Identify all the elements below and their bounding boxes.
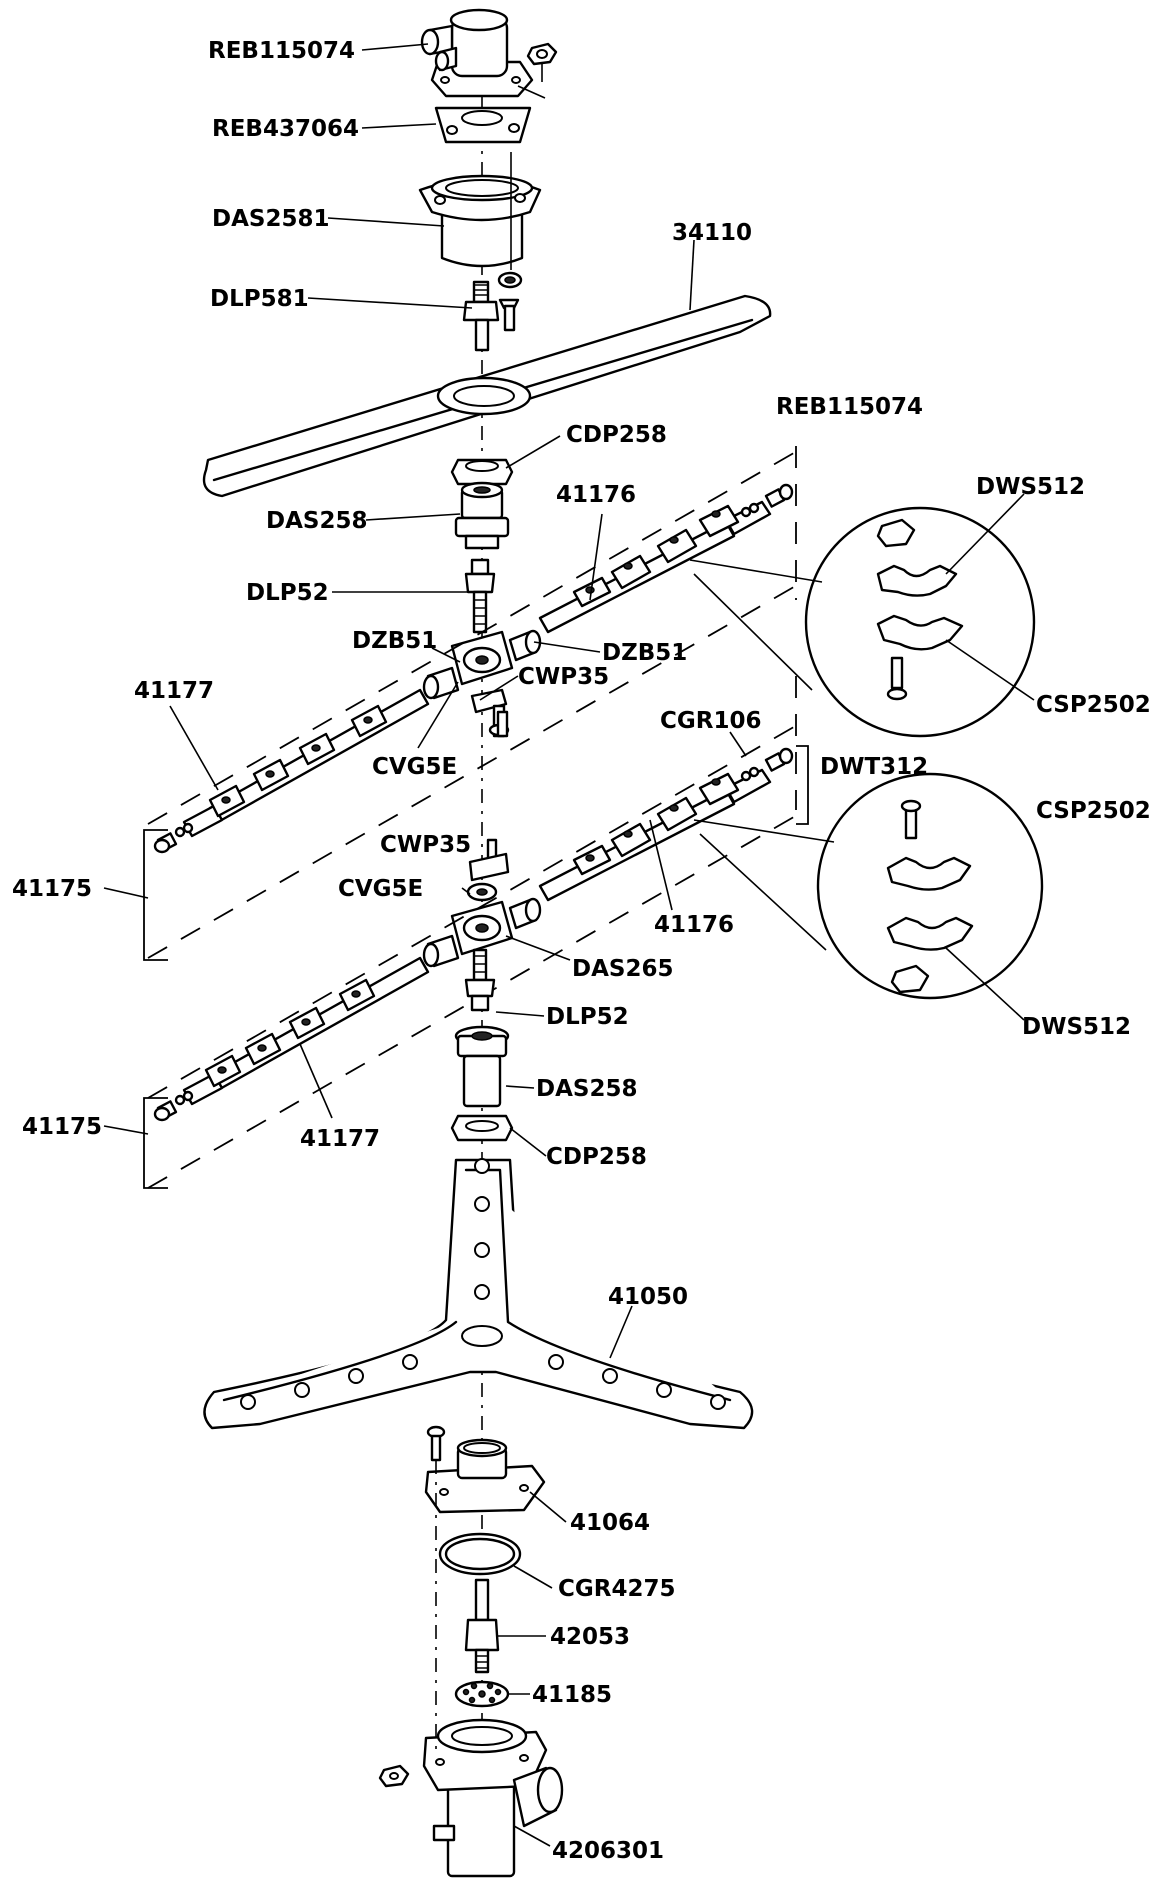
- bracket-41175-top: [143, 829, 168, 961]
- label-41175-bottom: 41175: [22, 1114, 102, 1140]
- label-41185: 41185: [532, 1682, 612, 1708]
- detail-circle-top: [689, 506, 1036, 738]
- base-housing: [422, 1718, 564, 1878]
- lower-hub: [422, 838, 542, 968]
- label-das258-bottom: DAS258: [536, 1076, 637, 1102]
- detail-circle-bottom: [693, 772, 1044, 1000]
- label-dzb51-right: DZB51: [602, 640, 687, 666]
- label-cwp35-bottom: CWP35: [380, 832, 471, 858]
- upper-dashed-lines: [147, 445, 807, 959]
- lower-left-arm: [153, 956, 430, 1122]
- upper-right-arm: [538, 483, 794, 634]
- label-41175-top: 41175: [12, 876, 92, 902]
- bearing-das258-bottom: [454, 1025, 510, 1108]
- shaft-42053: [464, 1578, 500, 1674]
- label-cgr106: CGR106: [660, 708, 761, 734]
- lower-right-arm: [538, 747, 794, 902]
- label-41176-bottom: 41176: [654, 912, 734, 938]
- label-dlp581: DLP581: [210, 286, 309, 312]
- o-ring-cgr4275: [438, 1532, 522, 1576]
- bracket-41175-bottom: [143, 1097, 168, 1189]
- top-housing: [420, 8, 534, 98]
- label-cdp258-top: CDP258: [566, 422, 667, 448]
- bracket-dwt312: [796, 745, 809, 825]
- label-das258-top: DAS258: [266, 508, 367, 534]
- base-nut: [378, 1764, 410, 1788]
- label-cgr4275: CGR4275: [558, 1576, 675, 1602]
- label-cwp35-top: CWP35: [518, 664, 609, 690]
- nut-cdp258-bottom: [450, 1114, 514, 1142]
- stud-dlp52-top: [464, 558, 496, 634]
- label-das2581: DAS2581: [212, 206, 329, 232]
- upper-spray-arm: [202, 294, 772, 498]
- label-dzb51-left: DZB51: [352, 628, 437, 654]
- label-41176-top: 41176: [556, 482, 636, 508]
- label-dlp52-bottom: DLP52: [546, 1004, 629, 1030]
- label-41177-top: 41177: [134, 678, 214, 704]
- label-csp2502-top: CSP2502: [1036, 692, 1151, 718]
- label-cvg5e-top: CVG5E: [372, 754, 457, 780]
- lower-spray-arm: [203, 1158, 754, 1430]
- label-das265: DAS265: [572, 956, 673, 982]
- label-41064: 41064: [570, 1510, 650, 1536]
- stud-dlp581: [462, 280, 500, 352]
- label-reb115074-top: REB115074: [208, 38, 355, 64]
- label-csp2502-bottom: CSP2502: [1036, 798, 1151, 824]
- flange-41064: [424, 1438, 546, 1514]
- washer-screw: [497, 271, 523, 332]
- top-nut: [526, 42, 558, 66]
- bearing-das258-top: [454, 481, 510, 550]
- label-dws512-bottom: DWS512: [1022, 1014, 1131, 1040]
- label-4206301: 4206301: [552, 1838, 664, 1864]
- lower-dashed-lines: [147, 676, 807, 1189]
- flange-screw: [426, 1425, 446, 1462]
- label-34110: 34110: [672, 220, 752, 246]
- label-reb115074-mid: REB115074: [776, 394, 923, 420]
- upper-left-arm: [153, 688, 430, 854]
- disc-41185: [454, 1680, 510, 1708]
- stud-dlp52-bottom: [464, 948, 496, 1012]
- nut-cdp258-top: [450, 458, 514, 486]
- leader-lines: [103, 43, 1035, 1847]
- label-cvg5e-bottom: CVG5E: [338, 876, 423, 902]
- gasket: [434, 106, 532, 144]
- label-reb437064: REB437064: [212, 116, 359, 142]
- label-41050: 41050: [608, 1284, 688, 1310]
- label-cdp258-bottom: CDP258: [546, 1144, 647, 1170]
- label-dlp52-top: DLP52: [246, 580, 329, 606]
- upper-hub: [422, 629, 542, 738]
- label-dwt312: DWT312: [820, 754, 928, 780]
- screw-upper: [496, 710, 509, 738]
- label-41177-bottom: 41177: [300, 1126, 380, 1152]
- cup-housing: [418, 174, 542, 268]
- label-dws512-top: DWS512: [976, 474, 1085, 500]
- label-42053: 42053: [550, 1624, 630, 1650]
